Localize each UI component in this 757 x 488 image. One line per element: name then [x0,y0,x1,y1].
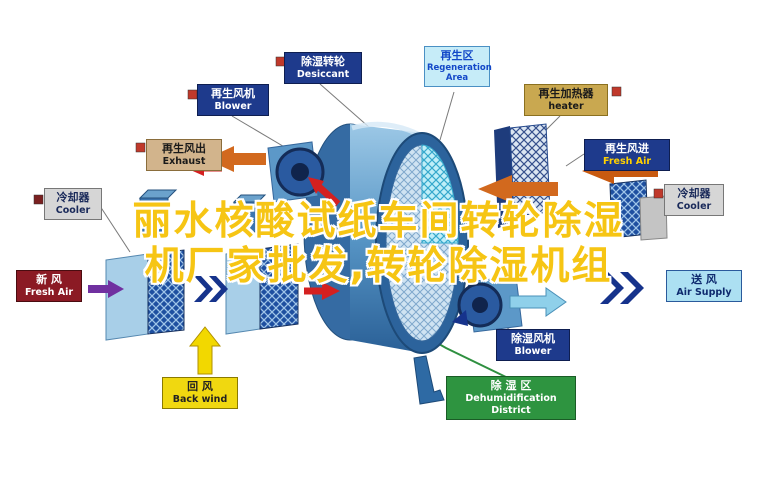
label-markers [33,56,664,205]
label-fresh-air: 新 风 Fresh Air [16,270,82,302]
label-dehumid-blower-en: Blower [514,345,552,357]
label-cooler-right: 冷却器 Cooler [664,184,724,216]
label-dehumid-blower: 除湿风机 Blower [496,329,570,361]
label-heater: 再生加热器 heater [524,84,608,116]
label-regen-area: 再生区 Regeneration Area [424,46,492,87]
chevron-left-2 [209,276,228,302]
arrow-fan-to-supply [509,287,567,317]
label-fresh-air-zh: 新 风 [36,273,62,286]
arrow-heater-to-wheel [478,175,558,203]
label-dehumid-blower-zh: 除湿风机 [511,332,555,345]
label-cooler-right-en: Cooler [676,200,712,212]
label-regen-fresh-air: 再生风进 Fresh Air [584,139,670,171]
arrow-wheel-to-dehumid-fan [452,310,468,326]
label-regen-blower: 再生风机 Blower [197,84,269,116]
label-regen-blower-zh: 再生风机 [211,87,255,100]
label-back-wind-en: Back wind [172,393,228,405]
label-back-wind: 回 风 Back wind [162,377,238,409]
arrow-return-air [188,326,222,375]
label-dehumid-district-zh: 除 湿 区 [490,379,532,392]
label-dehumid-district: 除 湿 区 Dehumidification District [446,376,576,420]
label-regen-fresh-air-en: Fresh Air [602,155,652,167]
label-air-supply-zh: 送 风 [691,273,717,286]
label-air-supply-en: Air Supply [676,286,732,298]
label-air-supply: 送 风 Air Supply [666,270,742,302]
label-cooler-left: 冷却器 Cooler [44,188,102,220]
label-desiccant-zh: 除湿转轮 [301,55,345,68]
overlay-title: 丽水核酸试纸车间转轮除湿 机厂家批发,转轮除湿机组 [0,199,757,290]
chevron-left-1 [194,276,213,302]
label-cooler-left-en: Cooler [55,204,91,216]
chevron-right-2 [620,272,644,304]
pre-cooler-unit [105,189,185,341]
label-regen-blower-en: Blower [214,100,252,112]
label-exhaust-zh: 再生风出 [162,142,206,155]
arrow-unit-to-wheel [322,282,340,300]
label-desiccant-en: Desiccant [296,68,350,80]
label-desiccant: 除湿转轮 Desiccant [284,52,362,84]
overlay-title-line2: 机厂家批发,转轮除湿机组 [144,243,613,289]
dehumidification-fan [457,275,523,333]
label-fresh-air-en: Fresh Air [24,286,74,298]
label-regen-fresh-air-zh: 再生风进 [605,142,649,155]
regen-cooler-unit [609,179,668,241]
chevron-right-1 [600,272,624,304]
label-back-wind-zh: 回 风 [187,380,213,393]
label-regen-area-en: Regeneration Area [427,62,492,84]
label-heater-zh: 再生加热器 [538,87,594,100]
label-exhaust-en: Exhaust [162,155,206,167]
label-regen-area-zh: 再生区 [440,49,474,62]
label-exhaust: 再生风出 Exhaust [146,139,222,171]
arrow-wheel-to-fan [308,177,324,194]
arrow-fresh-air-in [108,280,124,298]
label-dehumid-district-en2: District [491,404,531,416]
regeneration-fan [267,141,325,203]
label-cooler-right-zh: 冷却器 [677,187,711,200]
label-cooler-left-zh: 冷却器 [56,191,90,204]
filter-unit [225,194,299,335]
overlay-title-line1: 丽水核酸试纸车间转轮除湿 [132,199,625,244]
label-dehumid-district-en1: Dehumidification [465,392,557,404]
label-heater-en: heater [548,100,584,112]
